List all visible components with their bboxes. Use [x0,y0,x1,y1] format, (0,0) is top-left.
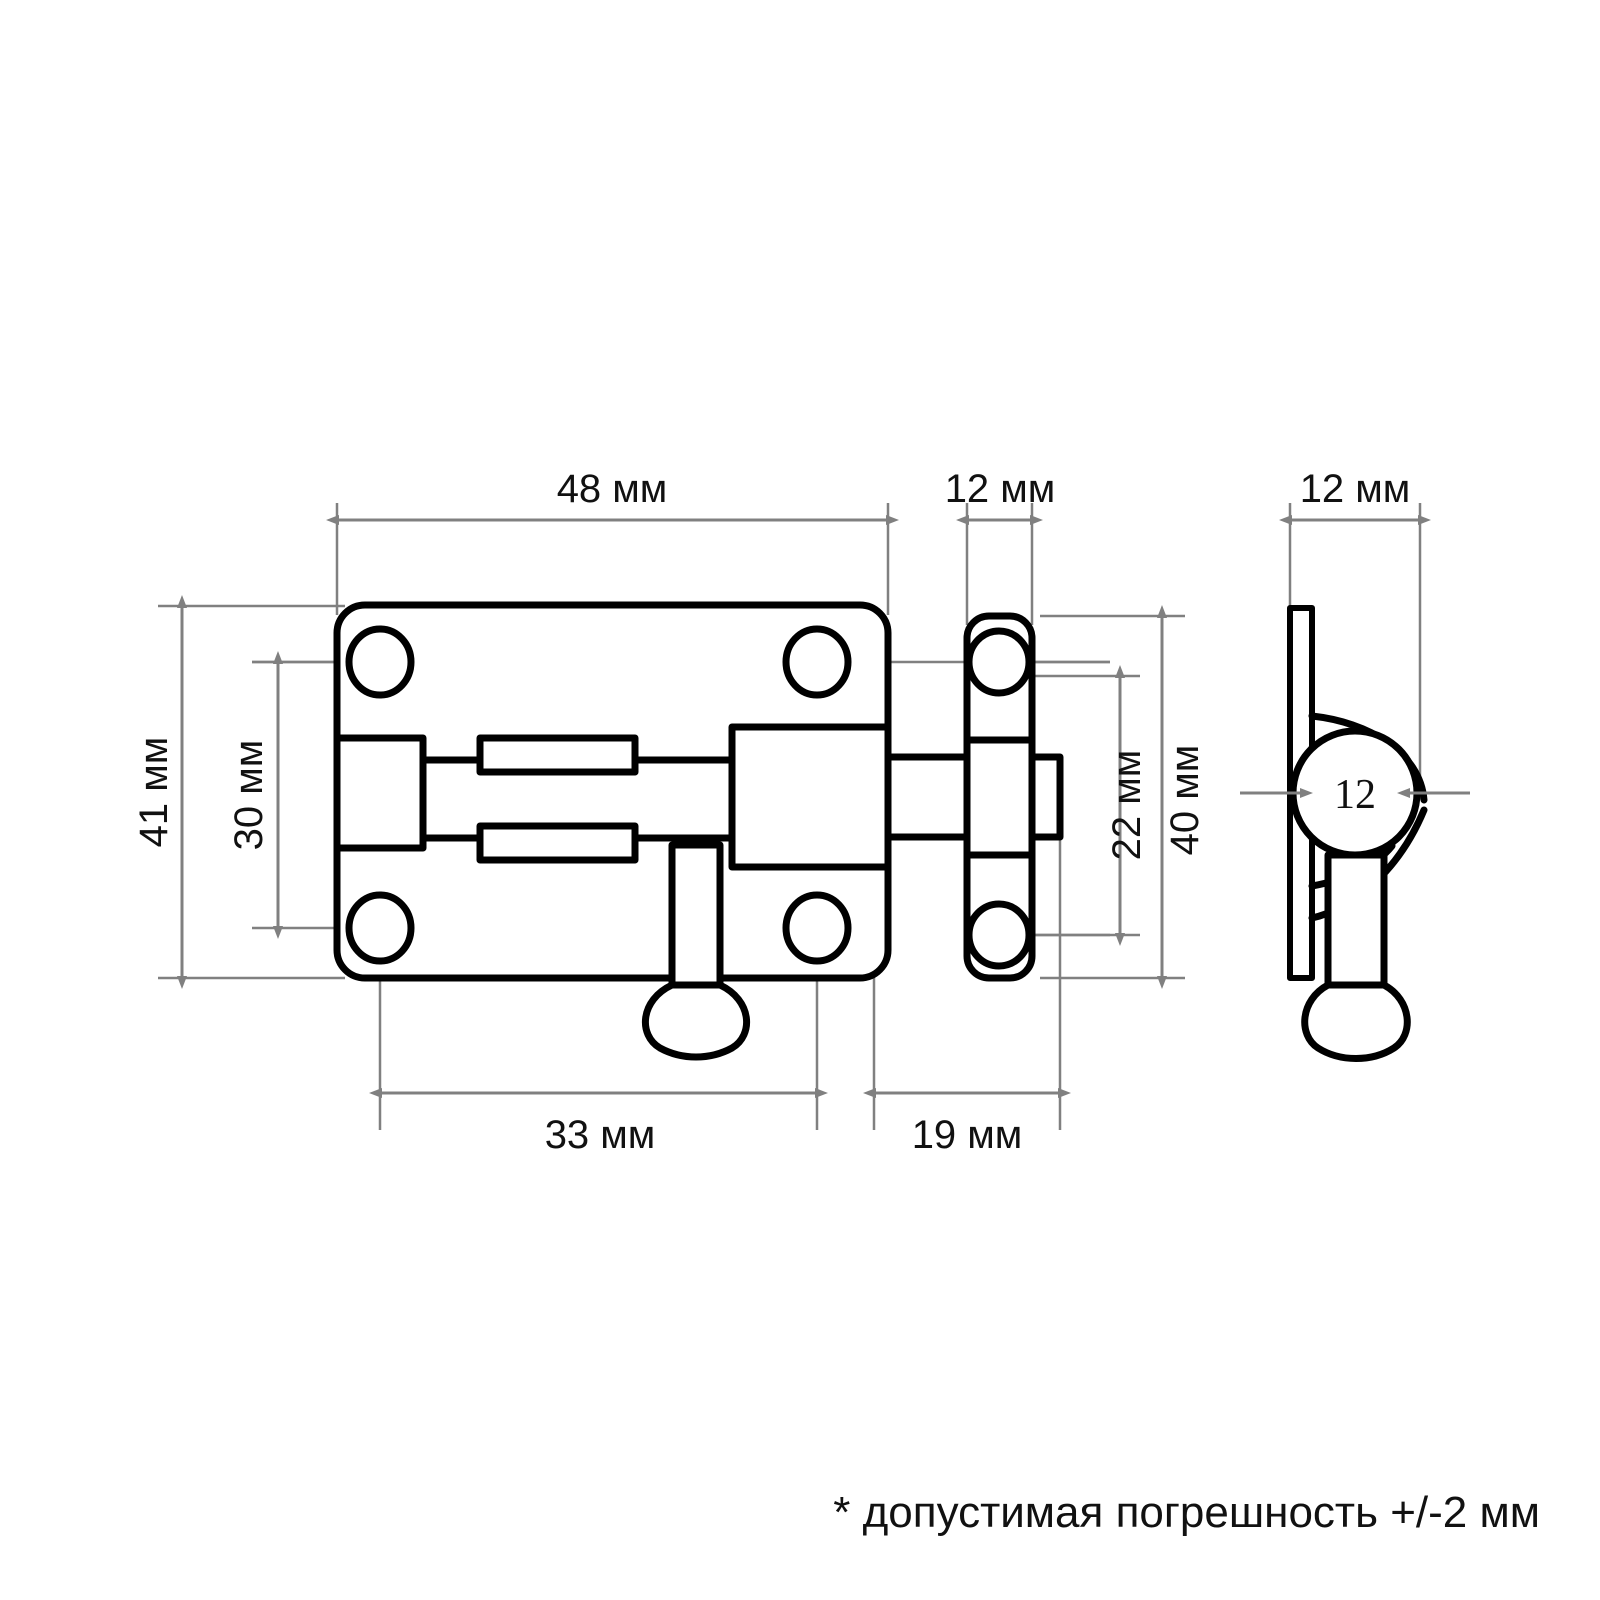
bolt-shaft [884,753,971,841]
dim-label-19: 19 мм [912,1113,1023,1157]
callout-label-12: 12 [1334,772,1376,818]
dim-label-12-profile: 12 мм [1300,467,1411,511]
dim-label-30: 30 мм [227,740,271,851]
slider-body [728,723,892,871]
tolerance-footnote: * допустимая погрешность +/-2 мм [833,1488,1540,1537]
handle-stem [668,841,724,994]
dim-label-40: 40 мм [1163,745,1207,856]
bolt-tip [1028,753,1064,841]
profile-view-group [1287,605,1428,1062]
dimension-lines [177,515,1470,1098]
dim-label-48: 48 мм [557,467,668,511]
hole-bottom-right [782,891,852,965]
handle-knob [642,981,750,1061]
lower-slot [476,822,639,864]
front-view-group [333,601,1064,1061]
dim-label-33: 33 мм [545,1113,656,1157]
profile-handle-stem [1324,851,1388,994]
hole-top-right [782,625,852,699]
keeper-hole-bottom [965,900,1033,970]
keeper-plate [963,612,1036,982]
upper-slot [476,734,639,776]
left-stop-block [333,734,427,852]
keeper-plate-group [963,612,1036,982]
profile-handle-knob [1301,981,1411,1062]
hole-bottom-left [345,891,415,965]
keeper-hole-top [965,627,1033,697]
dim-label-22: 22 мм [1105,750,1149,861]
dim-label-41: 41 мм [132,737,176,848]
hole-top-left [345,625,415,699]
dimension-labels: 48 мм 12 мм 12 мм 41 мм 30 мм 22 мм 40 м… [132,467,1410,1157]
dim-label-12-keeper: 12 мм [945,467,1056,511]
